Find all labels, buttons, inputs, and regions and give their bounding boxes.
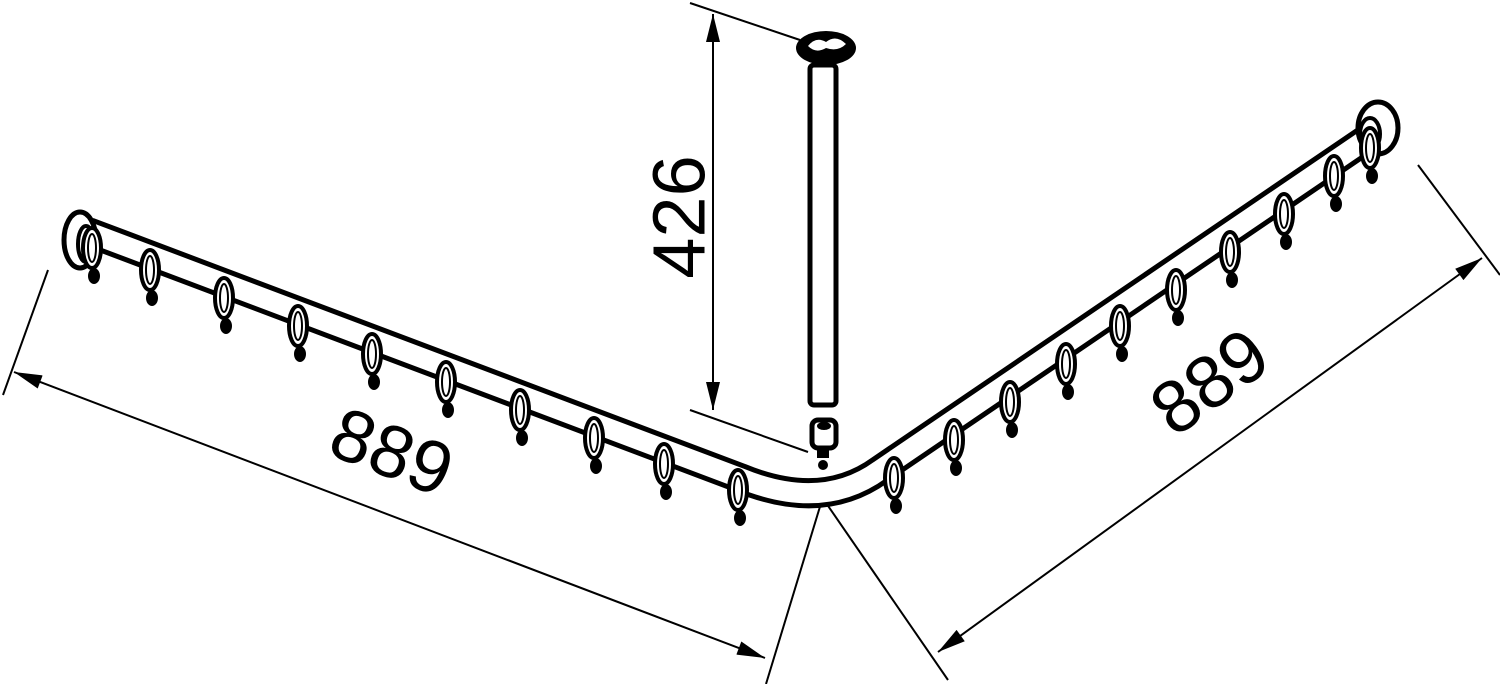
support-rod-height-label: 426: [637, 155, 721, 279]
curtain-rail: [82, 117, 1389, 509]
ceiling-support-rod: [796, 31, 856, 470]
dimension-left-rail: [2, 269, 823, 684]
dimension-right-rail: [823, 164, 1500, 681]
